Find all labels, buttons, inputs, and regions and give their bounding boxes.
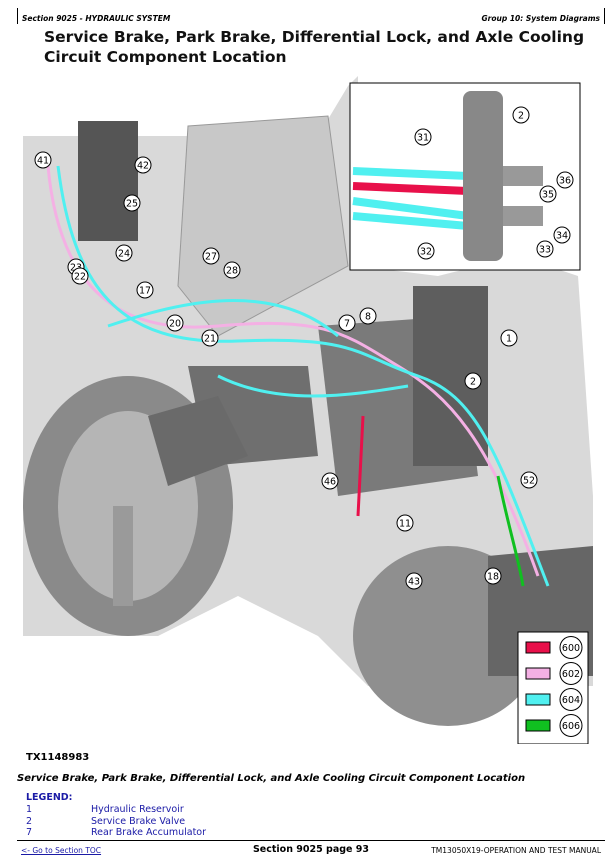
inset-callout: 2	[512, 106, 530, 124]
callout-number: 43	[408, 577, 420, 588]
legend-label: Service Brake Valve	[91, 815, 186, 827]
callout-number: 23	[70, 263, 82, 274]
line-color-legend: 600 602 604 606	[517, 631, 589, 744]
callout: 46	[321, 472, 339, 490]
callout-number: 18	[487, 572, 499, 583]
callout-number: 24	[118, 249, 130, 260]
group-label: Group 10: System Diagrams	[481, 14, 601, 23]
callout: 7	[338, 314, 356, 332]
machine-illustration	[23, 76, 593, 726]
line-code-circle	[559, 662, 583, 685]
callout-number: 52	[523, 476, 535, 487]
page-header: Section 9025 - HYDRAULIC SYSTEM Group 10…	[17, 8, 605, 24]
callout: 8	[359, 307, 377, 325]
page-footer: <- Go to Section TOC Section 9025 page 9…	[17, 840, 605, 855]
inset-callout: 36	[556, 171, 574, 189]
callout-number: 31	[417, 133, 429, 144]
legend-item: 7 Rear Brake Accumulator	[26, 827, 206, 839]
callout: 21	[201, 329, 219, 347]
hydraulic-lines	[46, 165, 550, 587]
callout-number: 34	[556, 231, 568, 242]
inset-detail	[349, 82, 581, 271]
callout-number: 7	[344, 319, 350, 330]
callout-number: 25	[126, 199, 138, 210]
callout: 27	[202, 247, 220, 265]
callout-number: 35	[542, 190, 554, 201]
line-code-circle	[559, 688, 583, 711]
callout-number: 42	[137, 161, 149, 172]
inset-callout: 33	[536, 240, 554, 258]
go-to-section-toc-link[interactable]: <- Go to Section TOC	[21, 846, 102, 855]
line-code-circle	[559, 636, 583, 659]
callout-number: 21	[204, 334, 216, 345]
callout-number: 28	[226, 266, 238, 277]
callout: 28	[223, 261, 241, 279]
callout-number: 41	[37, 156, 49, 167]
page-number: Section 9025 page 93	[252, 844, 370, 855]
callout: 25	[123, 194, 141, 212]
legend-number: 2	[26, 815, 33, 827]
section-label: Section 9025 - HYDRAULIC SYSTEM	[22, 14, 171, 23]
callout: 43	[405, 572, 423, 590]
callout: 24	[115, 244, 133, 262]
callout-number: 8	[365, 312, 371, 323]
callout: 42	[134, 156, 152, 174]
callout: 17	[136, 281, 154, 299]
callout-number: 2	[470, 377, 476, 388]
callout-number: 27	[205, 252, 217, 263]
manual-title: TM13050X19-OPERATION AND TEST MANUAL	[431, 846, 601, 855]
callout-number: 11	[399, 519, 411, 530]
callout: 22	[71, 267, 89, 285]
legend-label: Hydraulic Reservoir	[91, 804, 184, 815]
line-code-label: 600	[562, 643, 580, 654]
callout-number: 46	[324, 477, 336, 488]
inset-callout: 34	[553, 226, 571, 244]
legend-number: 1	[26, 804, 33, 815]
callout: 52	[520, 471, 538, 489]
callout: 2	[464, 372, 482, 390]
callout-number: 2	[518, 111, 524, 122]
line-color-swatch-606	[525, 719, 551, 732]
line-code-label: 606	[562, 721, 580, 732]
legend-item: 1 Hydraulic Reservoir	[26, 804, 206, 816]
callout-number: 36	[559, 176, 571, 187]
callout-number: 1	[506, 334, 512, 345]
callout-number: 20	[169, 319, 181, 330]
legend-title: LEGEND:	[26, 792, 73, 803]
legend: LEGEND: 1 Hydraulic Reservoir 2 Service Bra…	[26, 792, 206, 839]
inset-callout: 35	[539, 185, 557, 203]
callout: 41	[34, 151, 52, 169]
figure-caption: Service Brake, Park Brake, Differential …	[17, 773, 526, 784]
page-title: Service Brake, Park Brake, Differential …	[44, 28, 585, 66]
callout-number: 32	[420, 247, 432, 258]
line-color-swatch-604	[525, 693, 551, 706]
callout: 20	[166, 314, 184, 332]
callout-number: 33	[539, 245, 551, 256]
callout-number: 17	[139, 286, 151, 297]
callout: 1	[500, 329, 518, 347]
line-color-swatch-600	[525, 641, 551, 654]
inset-callout: 31	[414, 128, 432, 146]
legend-item: 2 Service Brake Valve	[26, 816, 206, 828]
figure-id: TX1148983	[26, 752, 90, 763]
inset-callout: 32	[417, 242, 435, 260]
line-color-swatch-602	[525, 667, 551, 680]
callout: 18	[484, 567, 502, 585]
callout-number: 22	[74, 272, 86, 283]
legend-label: Rear Brake Accumulator	[91, 827, 207, 838]
callout: 11	[396, 514, 414, 532]
line-code-label: 602	[562, 669, 580, 680]
line-code-label: 604	[562, 695, 580, 706]
legend-number: 7	[26, 827, 33, 838]
line-code-circle	[559, 714, 583, 737]
